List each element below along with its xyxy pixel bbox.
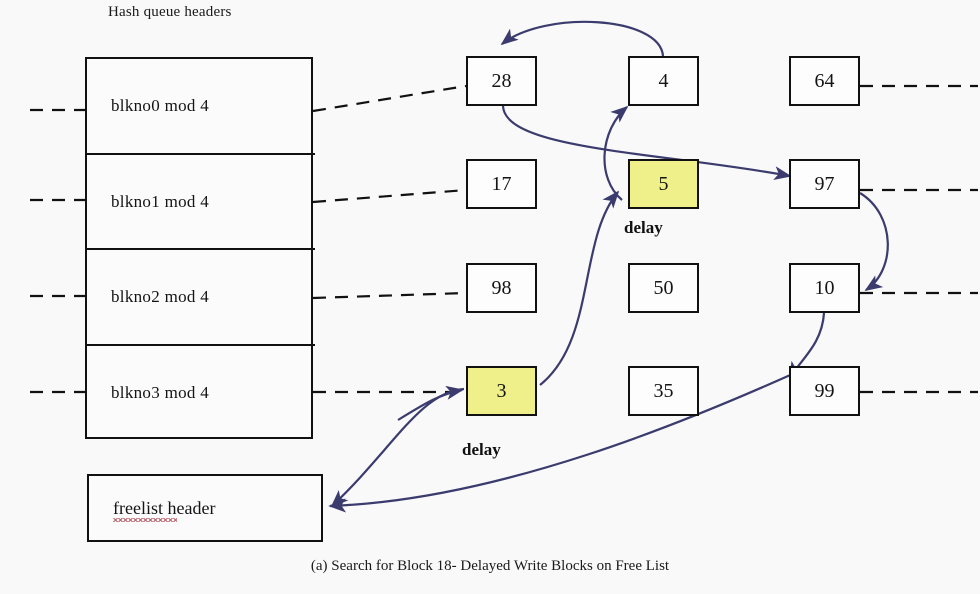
block-value: 5 [658, 172, 669, 195]
pointer-3-to-5 [539, 190, 620, 386]
pointer-3-to-freelist [330, 387, 465, 508]
block-value: 98 [491, 276, 512, 299]
dashed-hash-to-block [312, 84, 467, 394]
dashed-right-tails [860, 84, 978, 394]
hash-queue-header-table: blkno0 mod 4 blkno1 mod 4 blkno2 mod 4 b… [85, 57, 315, 439]
dashed-link-blkno0 [312, 84, 467, 113]
hash-header-row-0[interactable]: blkno0 mod 4 [87, 59, 315, 155]
freelist-header-label: freelist header [113, 497, 216, 522]
block-value: 17 [491, 172, 512, 195]
pointer-97-to-10 [859, 192, 889, 291]
block-col3-3[interactable]: 99 [789, 366, 860, 416]
hash-header-row-2[interactable]: blkno2 mod 4 [87, 250, 315, 346]
block-value: 99 [814, 379, 835, 402]
block-value: 28 [491, 69, 512, 92]
block-col3-2[interactable]: 10 [789, 263, 860, 313]
block-col1-1[interactable]: 17 [466, 159, 537, 209]
block-value: 3 [496, 379, 507, 402]
block-col1-2[interactable]: 98 [466, 263, 537, 313]
hash-header-label-2: blkno2 mod 4 [111, 287, 210, 306]
block-col1-3[interactable]: 3 [466, 366, 537, 416]
dashed-link-blkno1 [312, 188, 467, 204]
hash-header-label-3: blkno3 mod 4 [111, 382, 210, 402]
block-value: 64 [814, 69, 835, 92]
pointer-4-to-28 [500, 20, 665, 57]
block-col2-3[interactable]: 35 [628, 366, 699, 416]
dashed-left-stubs [30, 108, 86, 394]
hash-header-row-1[interactable]: blkno1 mod 4 [87, 155, 315, 250]
page-title: Hash queue headers [108, 4, 232, 20]
delay-label-block-5: delay [624, 218, 663, 237]
dashed-link-blkno2 [312, 291, 467, 300]
block-value: 50 [653, 276, 674, 299]
block-value: 97 [814, 172, 835, 195]
delay-label-block-3: delay [462, 440, 501, 459]
hash-header-label-0: blkno0 mod 4 [111, 96, 210, 115]
freelist-header-box[interactable]: freelist header [87, 474, 323, 542]
hash-header-label-1: blkno1 mod 4 [111, 191, 210, 211]
block-col2-0[interactable]: 4 [628, 56, 699, 106]
block-col2-2[interactable]: 50 [628, 263, 699, 313]
block-col3-0[interactable]: 64 [789, 56, 860, 106]
block-value: 4 [658, 69, 669, 92]
block-value: 10 [814, 276, 835, 299]
pointer-99-to-freelist [328, 370, 798, 513]
pointer-into-block-3 [397, 385, 464, 421]
block-col1-0[interactable]: 28 [466, 56, 537, 106]
hash-header-row-3[interactable]: blkno3 mod 4 [87, 346, 315, 439]
pointer-5-to-4 [603, 105, 629, 201]
block-col3-1[interactable]: 97 [789, 159, 860, 209]
block-col2-1[interactable]: 5 [628, 159, 699, 209]
figure-caption: (a) Search for Block 18- Delayed Write B… [310, 558, 670, 574]
block-value: 35 [653, 379, 674, 402]
